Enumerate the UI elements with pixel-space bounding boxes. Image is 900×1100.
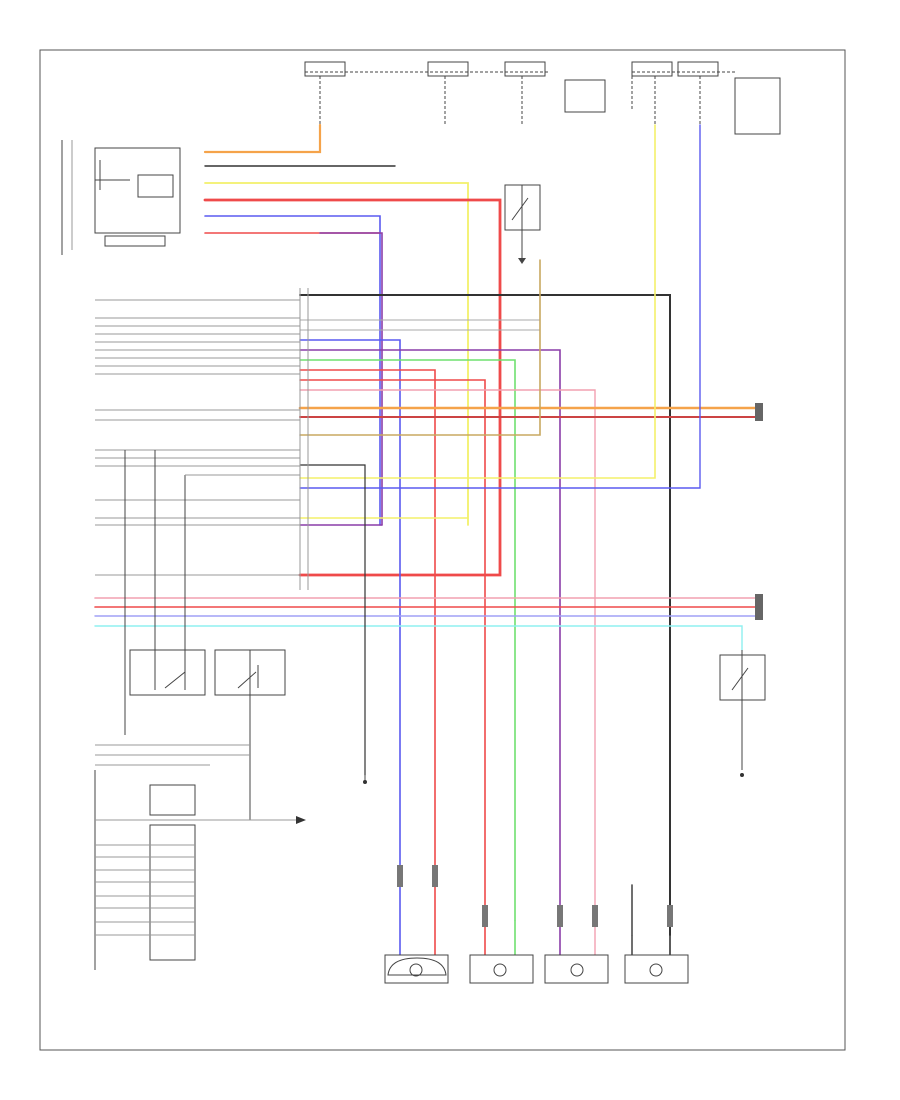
module-label-box — [104, 235, 166, 247]
right-connectors — [755, 403, 763, 620]
wheel-speed-sensor-icon-lr — [544, 905, 609, 984]
wire-black-ground — [299, 464, 366, 776]
wire-cyan-lower — [94, 625, 743, 651]
wire-purple-top — [319, 232, 383, 526]
top-power-section — [304, 61, 781, 135]
wire-red-main-1 — [299, 369, 436, 866]
wire-orange-top — [203, 123, 322, 154]
pressure-switch-icon — [719, 654, 766, 701]
fuse-box-2 — [427, 61, 469, 77]
relay-note-box — [564, 79, 606, 113]
fuse-box-4 — [631, 61, 673, 77]
upper-left-module — [61, 140, 181, 255]
motor-relay-box — [149, 784, 196, 816]
fuse-note-box — [734, 77, 781, 135]
wire-green-main — [299, 359, 516, 921]
wire-red-main-2 — [299, 379, 486, 906]
wire-olive-relay — [299, 259, 541, 436]
left-signal-lines — [95, 299, 300, 820]
wire-pink-main — [299, 389, 596, 906]
ground-symbol — [363, 650, 744, 784]
arrow-icon — [296, 816, 306, 824]
relay-box — [137, 174, 174, 198]
wire-yellow-top — [204, 182, 469, 526]
connector-icon — [397, 865, 673, 927]
wheel-speed-sensor-icon-rr — [624, 935, 689, 984]
wire-blue-right — [299, 124, 701, 489]
wire-purple-main — [299, 349, 561, 911]
fuse-icon — [319, 76, 701, 125]
relay-switch-icon — [504, 184, 541, 264]
wire-black-main — [299, 294, 671, 936]
control-module-box — [94, 147, 181, 234]
wire-harness — [94, 123, 757, 936]
wire-blue-top — [204, 215, 381, 526]
fuse-box-1 — [304, 61, 346, 77]
switch-icon — [129, 649, 286, 696]
central-connector — [299, 288, 309, 590]
solenoid-box — [149, 824, 196, 961]
wheel-speed-sensors — [384, 865, 689, 984]
wire-red-top — [203, 198, 502, 577]
wheel-speed-sensor-icon-rf — [469, 905, 534, 984]
fuse-box-5 — [677, 61, 719, 77]
fuse-box-3 — [504, 61, 546, 77]
wire-yellow-right — [299, 124, 656, 479]
wire-blue-main — [299, 339, 401, 866]
abs-control-unit — [94, 770, 306, 970]
wheel-speed-sensor-icon-lf — [384, 865, 449, 984]
diagram-frame — [39, 49, 846, 1051]
